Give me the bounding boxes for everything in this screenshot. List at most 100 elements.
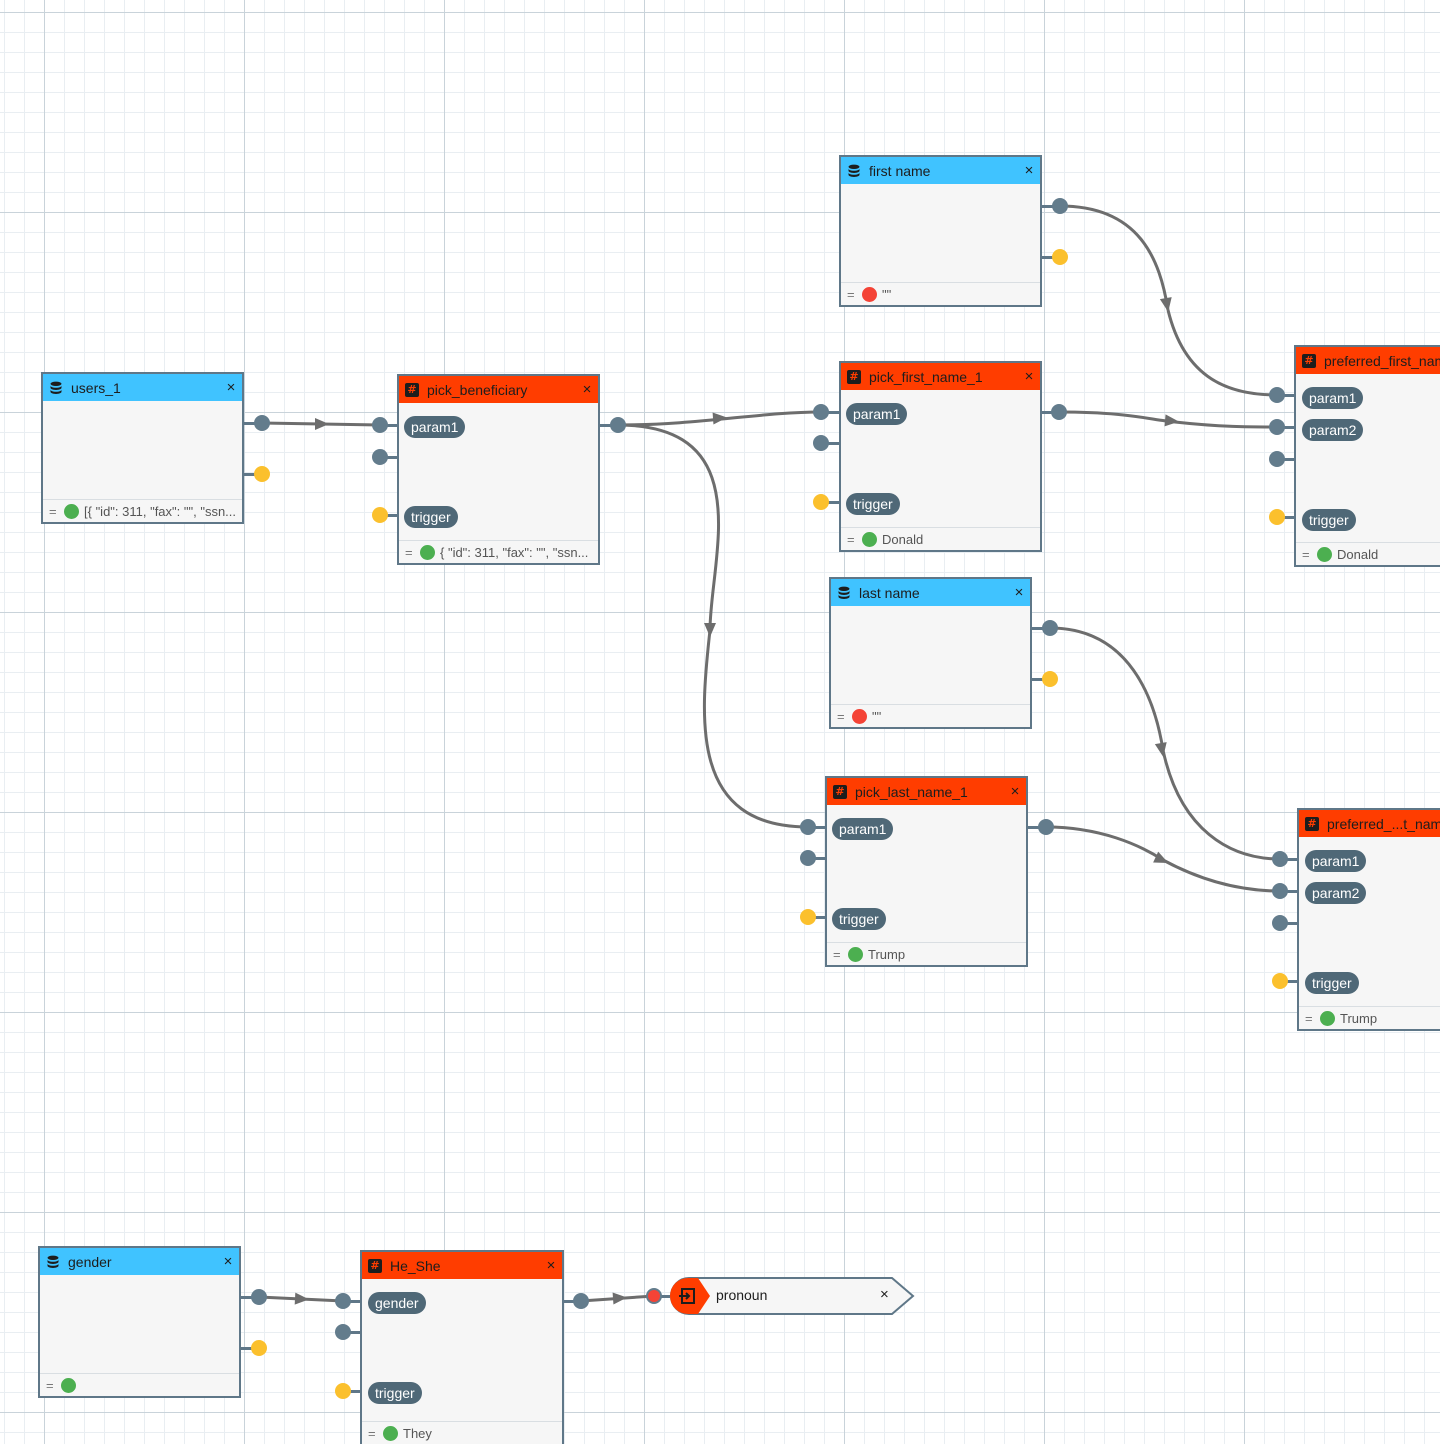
trigger-port[interactable] (372, 507, 388, 523)
trigger-port[interactable] (1272, 973, 1288, 989)
node-preferred-first-name[interactable]: # preferred_first_name param1 param2 tri… (1294, 345, 1440, 567)
status-dot (383, 1425, 398, 1441)
connection-wire[interactable] (1045, 825, 1164, 862)
close-icon[interactable]: × (226, 379, 236, 396)
node-header[interactable]: last name × (831, 579, 1030, 606)
trigger-port[interactable] (335, 1383, 351, 1399)
data-port[interactable] (1272, 915, 1288, 931)
output-node-pronoun[interactable]: pronoun × (670, 1277, 916, 1315)
equals-sign: = (833, 946, 841, 962)
trigger-pill[interactable]: trigger (832, 908, 886, 930)
data-port[interactable] (1042, 620, 1058, 636)
node-last-name[interactable]: last name × = "" (829, 577, 1032, 729)
trigger-pill[interactable]: trigger (846, 493, 900, 515)
connection-wire[interactable] (1162, 858, 1281, 893)
trigger-pill[interactable]: trigger (1302, 509, 1356, 531)
param-pill[interactable]: param1 (1302, 387, 1364, 409)
close-icon[interactable]: × (223, 1253, 233, 1270)
param-pill[interactable]: param1 (1305, 850, 1367, 872)
node-value: "" (872, 708, 882, 724)
connection-wire[interactable] (617, 410, 822, 427)
connection-wire[interactable] (1049, 626, 1165, 751)
data-port[interactable] (251, 1289, 267, 1305)
node-users[interactable]: users_1 × = [{ "id": 311, "fax": "", "ss… (41, 372, 244, 524)
data-port[interactable] (254, 415, 270, 431)
data-port[interactable] (800, 850, 816, 866)
node-gender[interactable]: gender × = (38, 1246, 241, 1398)
close-icon[interactable]: × (1010, 783, 1020, 800)
node-header[interactable]: # pick_last_name_1 × (827, 778, 1026, 805)
data-port[interactable] (1269, 419, 1285, 435)
trigger-port[interactable] (1269, 509, 1285, 525)
data-port[interactable] (1269, 387, 1285, 403)
data-port[interactable] (1038, 819, 1054, 835)
node-pick-first-name[interactable]: # pick_first_name_1 × param1 trigger = D… (839, 361, 1042, 552)
node-header[interactable]: # preferred_...t_name (1299, 810, 1440, 837)
trigger-port[interactable] (813, 494, 829, 510)
connection-wire[interactable] (258, 1295, 344, 1303)
trigger-pill[interactable]: trigger (404, 506, 458, 528)
data-port[interactable] (800, 819, 816, 835)
data-port[interactable] (573, 1293, 589, 1309)
trigger-pill[interactable]: trigger (368, 1382, 422, 1404)
node-header[interactable]: gender × (40, 1248, 239, 1275)
trigger-port[interactable] (254, 466, 270, 482)
connection-wire[interactable] (1059, 204, 1170, 311)
param-pill[interactable]: param1 (846, 403, 908, 425)
data-port[interactable] (335, 1324, 351, 1340)
data-port[interactable] (646, 1288, 662, 1304)
data-port[interactable] (1052, 198, 1068, 214)
close-icon[interactable]: × (880, 1286, 889, 1303)
param-pill[interactable]: gender (368, 1292, 426, 1314)
connection-wire[interactable] (617, 423, 721, 631)
connection-wire[interactable] (1058, 410, 1176, 424)
data-port[interactable] (610, 417, 626, 433)
connection-wire[interactable] (702, 629, 809, 829)
close-icon[interactable]: × (1024, 368, 1034, 385)
node-preferred-last-name[interactable]: # preferred_...t_name param1 param2 trig… (1297, 808, 1440, 1031)
node-pick-last-name[interactable]: # pick_last_name_1 × param1 trigger = Tr… (825, 776, 1028, 967)
data-port[interactable] (1269, 451, 1285, 467)
close-icon[interactable]: × (546, 1257, 556, 1274)
close-icon[interactable]: × (1014, 584, 1024, 601)
param-pill[interactable]: param1 (404, 416, 466, 438)
hash-icon: # (833, 784, 847, 799)
node-header[interactable]: # pick_first_name_1 × (841, 363, 1040, 390)
connection-wire[interactable] (580, 1294, 655, 1303)
close-icon[interactable]: × (1024, 162, 1034, 179)
data-port[interactable] (1272, 851, 1288, 867)
param-pill[interactable]: param2 (1305, 882, 1367, 904)
port-connector (343, 1330, 360, 1334)
data-port[interactable] (1051, 404, 1067, 420)
data-port[interactable] (372, 449, 388, 465)
port-connector (1042, 255, 1060, 259)
close-icon[interactable]: × (582, 381, 592, 398)
status-dot (64, 503, 79, 519)
node-header[interactable]: # pick_beneficiary × (399, 376, 598, 403)
data-port[interactable] (813, 404, 829, 420)
connection-wire[interactable] (261, 421, 381, 427)
data-port[interactable] (1272, 883, 1288, 899)
data-port[interactable] (335, 1293, 351, 1309)
node-first-name[interactable]: first name × = "" (839, 155, 1042, 307)
connection-wire[interactable] (1174, 420, 1278, 429)
data-port[interactable] (813, 435, 829, 451)
node-pick-beneficiary[interactable]: # pick_beneficiary × param1 trigger = { … (397, 374, 600, 565)
node-he-she[interactable]: # He_She × gender trigger = They (360, 1250, 564, 1444)
trigger-port[interactable] (1052, 249, 1068, 265)
connection-wire[interactable] (1161, 749, 1281, 861)
trigger-port[interactable] (1042, 671, 1058, 687)
trigger-pill[interactable]: trigger (1305, 972, 1359, 994)
connection-wire[interactable] (1166, 309, 1278, 397)
trigger-port[interactable] (251, 1340, 267, 1356)
node-header[interactable]: first name × (841, 157, 1040, 184)
trigger-port[interactable] (800, 909, 816, 925)
data-port[interactable] (372, 417, 388, 433)
node-header[interactable]: users_1 × (43, 374, 242, 401)
node-header[interactable]: # preferred_first_name (1296, 347, 1440, 374)
node-header[interactable]: # He_She × (362, 1252, 562, 1279)
param-pill[interactable]: param2 (1302, 419, 1364, 441)
param-pill[interactable]: param1 (832, 818, 894, 840)
